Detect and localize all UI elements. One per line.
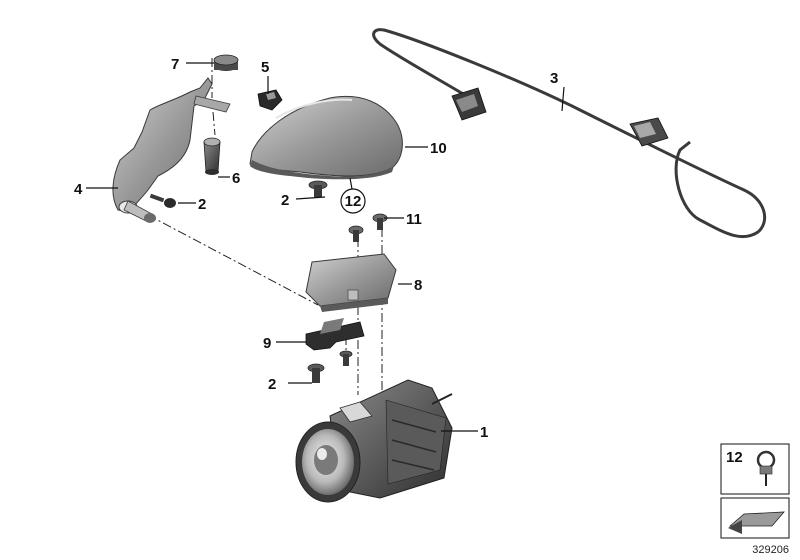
callout-12-circled: 12 (340, 188, 366, 214)
callout-10: 10 (430, 140, 447, 157)
legend-box-label: 12 (726, 449, 743, 466)
cover-part (249, 96, 403, 180)
continuation-box (720, 497, 790, 539)
callout-3: 3 (550, 70, 558, 87)
clamp-clip-icon (756, 450, 776, 486)
grommet-part (213, 54, 239, 71)
screw-part-lower (307, 363, 325, 383)
callout-4: 4 (74, 181, 83, 198)
clamp-part (305, 318, 365, 351)
callout-8: 8 (414, 277, 422, 294)
callout-1: 1 (480, 424, 488, 441)
arrow-icon (728, 511, 785, 534)
figure-number: 329206 (752, 544, 789, 556)
legend-box: 12 (720, 443, 790, 495)
callout-12: 12 (345, 193, 362, 210)
wiring-harness-part (372, 28, 767, 238)
callout-11: 11 (406, 211, 422, 228)
callout-5: 5 (261, 59, 269, 76)
callout-2-bracket-screw: 2 (198, 196, 206, 213)
callout-2-cover-screw: 2 (281, 192, 289, 209)
callout-7: 7 (171, 56, 179, 73)
callout-9: 9 (263, 335, 271, 352)
mounting-bracket-part (112, 77, 231, 223)
clip-part (257, 89, 283, 111)
callout-6: 6 (232, 170, 240, 187)
fog-light-part (295, 379, 453, 503)
screw-part-mid (339, 350, 353, 366)
leader-lines (86, 62, 565, 432)
spacer-bolt-part (203, 137, 221, 175)
callout-2-lower-screw: 2 (268, 376, 276, 393)
screw-part-cover (308, 180, 328, 197)
screw-part-11 (348, 213, 388, 242)
mounting-plate-part (305, 253, 397, 312)
screw-part-upper (149, 193, 176, 208)
